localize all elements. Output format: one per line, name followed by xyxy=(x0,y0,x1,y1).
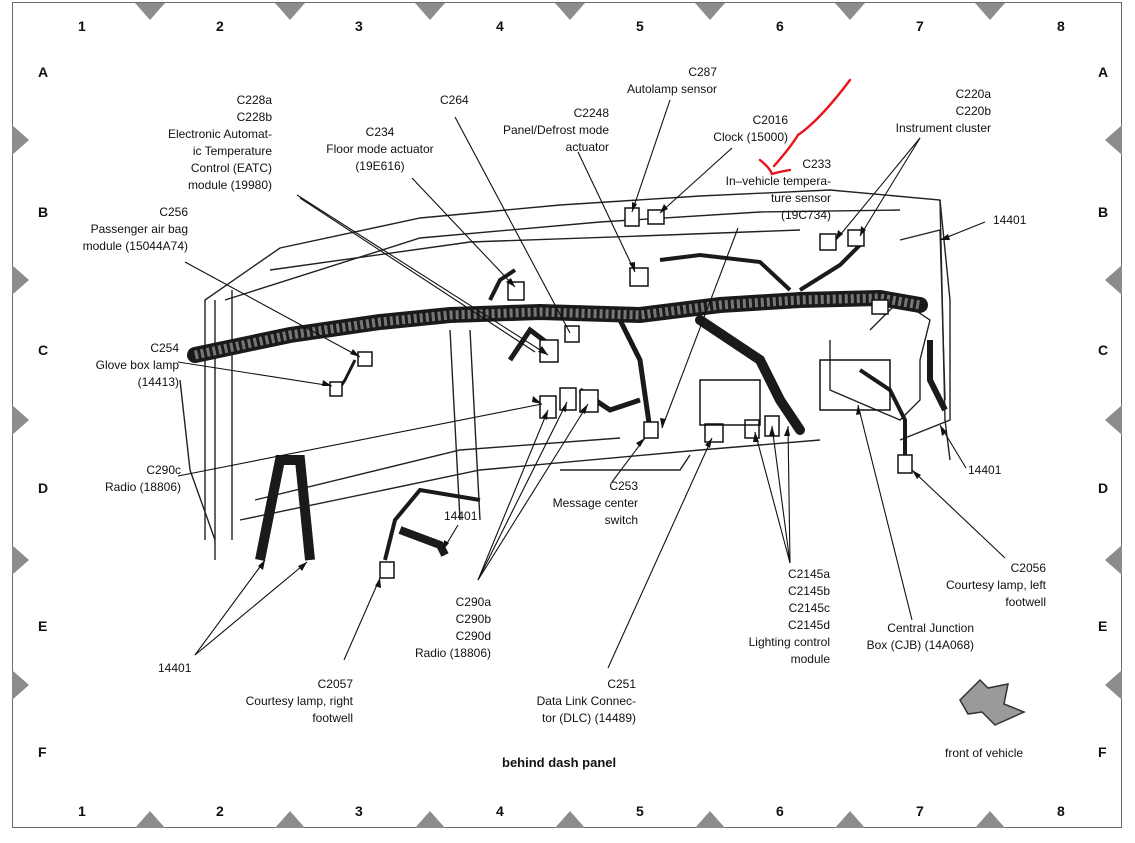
front-of-vehicle-label: front of vehicle xyxy=(945,746,1024,760)
callout-c254-glove-box-lamp: C254 Glove box lamp (14413) xyxy=(95,341,179,389)
callout-c2248-panel-defrost-actuator: C2248 Panel/Defrost mode actuator xyxy=(502,106,609,154)
grid-col-label: 6 xyxy=(776,18,784,34)
callout-c2056-courtesy-lamp-left: C2056 Courtesy lamp, left footwell xyxy=(945,561,1046,609)
grid-row-label-right: D xyxy=(1098,480,1109,496)
grid-row-label: A xyxy=(38,64,49,80)
diagram-frame xyxy=(12,2,1122,828)
grid-col-label: 5 xyxy=(636,18,644,34)
grid-col-label: 4 xyxy=(496,18,504,34)
grid-col-label-bottom: 5 xyxy=(636,803,644,819)
grid-col-label-bottom: 8 xyxy=(1057,803,1065,819)
callout-c2057-courtesy-lamp-right: C2057 Courtesy lamp, right footwell xyxy=(245,677,353,725)
callout-c256-passenger-air-bag: C256 Passenger air bag module (15044A74) xyxy=(82,205,188,253)
diagram-caption: behind dash panel xyxy=(502,755,617,770)
callout-c2145-lighting-control-module: C2145a C2145b C2145c C2145d Lighting con… xyxy=(748,567,830,666)
grid-row-label: C xyxy=(38,342,49,358)
callout-c251-data-link-connector: C251 Data Link Connec- tor (DLC) (14489) xyxy=(536,677,636,725)
leader-lines xyxy=(177,99,1006,669)
callout-c287-autolamp-sensor: C287 Autolamp sensor xyxy=(626,65,717,96)
grid-col-label-bottom: 1 xyxy=(78,803,86,819)
red-annotation-arrow xyxy=(758,78,852,176)
dashboard-illustration xyxy=(179,189,951,560)
grid-col-label-bottom: 2 xyxy=(216,803,224,819)
grid-col-label: 8 xyxy=(1057,18,1065,34)
grid-row-label: E xyxy=(38,618,48,634)
callout-c220-instrument-cluster: C220a C220b Instrument cluster xyxy=(895,87,991,135)
callout-c264: C264 xyxy=(440,93,469,107)
callout-c290abd-radio: C290a C290b C290d Radio (18806) xyxy=(414,595,491,660)
callout-c290c-radio: C290c Radio (18806) xyxy=(104,463,181,494)
leader-arrowheads xyxy=(258,202,950,588)
grid-row-label-right: B xyxy=(1098,204,1109,220)
connectors xyxy=(329,207,913,579)
callout-14401-upper-right: 14401 xyxy=(993,213,1027,227)
grid-col-label-bottom: 4 xyxy=(496,803,504,819)
grid-col-label: 3 xyxy=(355,18,363,34)
callout-c234-floor-mode-actuator: C234 Floor mode actuator (19E616) xyxy=(326,125,434,173)
callout-14401-lower-left: 14401 xyxy=(158,661,192,675)
grid-row-label-right: C xyxy=(1098,342,1109,358)
grid-col-label-bottom: 3 xyxy=(355,803,363,819)
grid-markers xyxy=(12,3,1122,828)
callout-cjb-central-junction-box: Central Junction Box (CJB) (14A068) xyxy=(866,621,974,652)
grid-col-label: 1 xyxy=(78,18,86,34)
front-of-vehicle-arrow xyxy=(959,678,1026,726)
callout-c233-in-vehicle-temp-sensor: C233 In–vehicle tempera- ture sensor (19… xyxy=(725,157,831,222)
main-harness xyxy=(187,243,948,561)
grid-row-label-right: E xyxy=(1098,618,1108,634)
grid-row-label: F xyxy=(38,744,47,760)
callout-14401-center: 14401 xyxy=(444,509,478,523)
callout-c228-eatc-module: C228a C228b Electronic Automat- ic Tempe… xyxy=(167,93,272,192)
callout-c2016-clock: C2016 Clock (15000) xyxy=(713,113,788,144)
grid-row-label: D xyxy=(38,480,49,496)
grid-col-label: 7 xyxy=(916,18,924,34)
grid-col-label: 2 xyxy=(216,18,224,34)
callout-c253-message-center-switch: C253 Message center switch xyxy=(552,479,638,527)
grid-col-label-bottom: 7 xyxy=(916,803,924,819)
grid-row-label-right: F xyxy=(1098,744,1107,760)
grid-col-label-bottom: 6 xyxy=(776,803,784,819)
grid-row-label: B xyxy=(38,204,49,220)
callout-14401-right: 14401 xyxy=(968,463,1002,477)
grid-row-label-right: A xyxy=(1098,64,1109,80)
